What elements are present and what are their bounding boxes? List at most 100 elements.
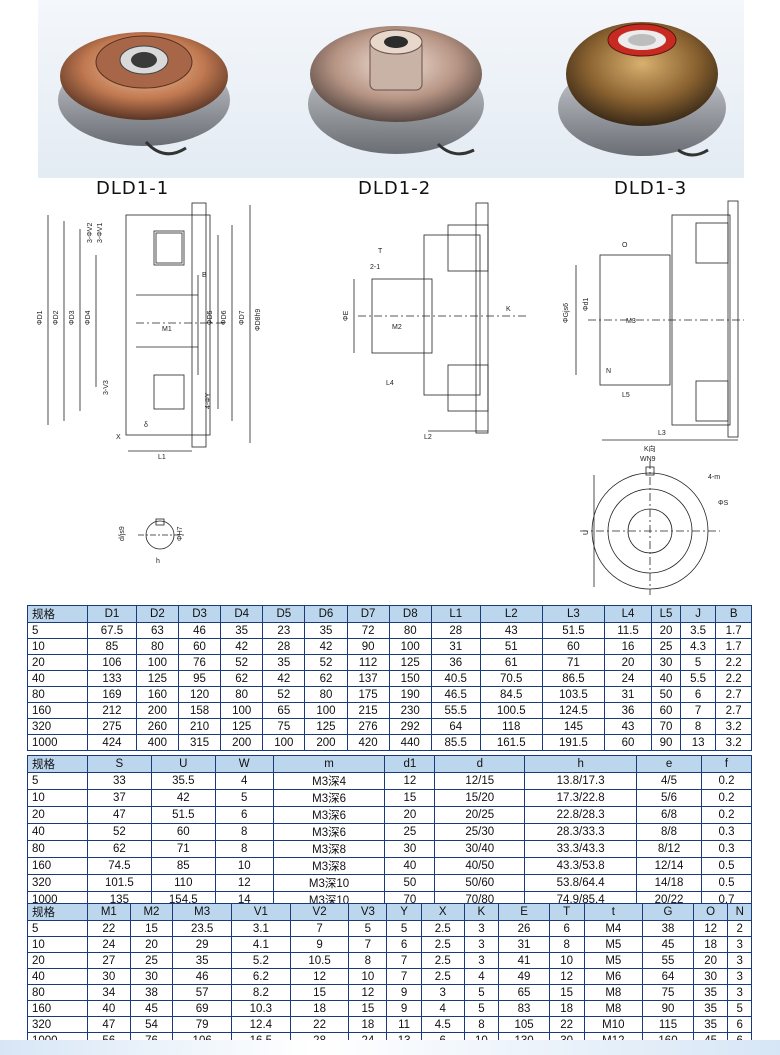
- dim-label-l1: L1: [158, 454, 166, 461]
- table-cell: 6: [727, 1016, 752, 1033]
- table-cell: 38: [129, 984, 174, 1001]
- table-header: L2: [479, 605, 543, 623]
- table-cell: 20: [604, 654, 653, 671]
- spec-size-cell: 160: [27, 1000, 88, 1017]
- table-header: T: [548, 903, 585, 921]
- table-cell: M4: [583, 920, 644, 937]
- table-header: J: [679, 605, 717, 623]
- table-cell: 2.5: [420, 920, 465, 937]
- table-cell: 5.2: [231, 952, 291, 969]
- table-cell: M5: [583, 936, 644, 953]
- table-cell: 0.5: [701, 874, 752, 892]
- table-cell: 7: [289, 920, 350, 937]
- table-cell: 22: [87, 920, 131, 937]
- hub-label-h7: ΦH7: [177, 526, 184, 541]
- table-cell: 75: [262, 718, 306, 735]
- dim-label-v2: 3-ΦV2: [87, 223, 94, 243]
- table-cell: 71: [150, 840, 216, 858]
- table-cell: 6: [548, 920, 585, 937]
- table-header: V1: [231, 903, 291, 921]
- table-cell: 0.3: [701, 823, 752, 841]
- dim-label-n: N: [606, 368, 611, 375]
- table-cell: 30: [129, 968, 174, 985]
- table-cell: 52: [262, 686, 306, 703]
- dim-label-y: 4-ΦY: [205, 392, 212, 409]
- table-cell: 3: [463, 952, 500, 969]
- table-cell: 43.3/53.8: [524, 857, 638, 875]
- table-cell: M5: [583, 952, 644, 969]
- table-cell: 20: [651, 622, 681, 639]
- table-cell: 15: [129, 920, 174, 937]
- bottom-decor-bar: [0, 1040, 780, 1055]
- table-cell: 110: [150, 874, 216, 892]
- table-cell: 8/8: [636, 823, 702, 841]
- table-cell: 8: [679, 718, 717, 735]
- dim-label-m1: M1: [162, 326, 172, 333]
- table-cell: 62: [86, 840, 152, 858]
- table-cell: 25/30: [434, 823, 526, 841]
- table-cell: 47: [86, 806, 152, 824]
- table-cell: 45: [129, 1000, 174, 1017]
- table-cell: 85.5: [430, 734, 481, 751]
- table-cell: 52: [304, 654, 348, 671]
- table-cell: 35: [304, 622, 348, 639]
- table-cell: 20: [384, 806, 436, 824]
- table-header: Y: [386, 903, 422, 921]
- table-cell: 424: [87, 734, 137, 751]
- spec-size-cell: 20: [27, 806, 88, 824]
- table-cell: 64: [642, 968, 694, 985]
- table-cell: 35.5: [150, 772, 216, 790]
- table-cell: 7: [679, 702, 717, 719]
- table-cell: 12: [289, 968, 350, 985]
- dim-label-k: K: [506, 306, 511, 313]
- table-cell: 0.3: [701, 840, 752, 858]
- spec-size-cell: 20: [27, 952, 88, 969]
- table-cell: 105: [498, 1016, 550, 1033]
- table-header: D2: [135, 605, 179, 623]
- table-header: B: [715, 605, 752, 623]
- table-cell: 54: [129, 1016, 174, 1033]
- table-cell: 0.2: [701, 772, 752, 790]
- table-header: X: [420, 903, 465, 921]
- table-cell: 60: [150, 823, 216, 841]
- spec-size-cell: 10: [27, 936, 88, 953]
- table-header: W: [214, 755, 274, 773]
- table-cell: 53.8/64.4: [524, 874, 638, 892]
- table-cell: 125: [220, 718, 264, 735]
- dim-label-o: O: [622, 242, 628, 249]
- dim-label-d1: ΦD1: [37, 310, 44, 325]
- table-cell: 31: [604, 686, 653, 703]
- table-cell: 118: [479, 718, 543, 735]
- table-header: V3: [348, 903, 388, 921]
- table-cell: 11: [386, 1016, 422, 1033]
- table-cell: 60: [651, 702, 681, 719]
- table-cell: 230: [388, 702, 432, 719]
- table-header-row: 规格 M1 M2 M3 V1 V2 V3 Y X K E T t G O N: [27, 903, 752, 921]
- table-cell: 0.5: [701, 857, 752, 875]
- table-cell: M8: [583, 984, 644, 1001]
- table-header: M2: [129, 903, 174, 921]
- table-cell: 36: [430, 654, 481, 671]
- spec-size-cell: 1000: [27, 734, 88, 751]
- table-cell: 15/20: [434, 789, 526, 807]
- table-cell: 52: [86, 823, 152, 841]
- table-cell: 12: [384, 772, 436, 790]
- table-cell: 0.2: [701, 806, 752, 824]
- table-cell: 3: [727, 936, 752, 953]
- spec-size-cell: 10: [27, 638, 88, 655]
- table-cell: 145: [541, 718, 606, 735]
- dim-label-l2: L2: [424, 434, 432, 441]
- table-cell: 5: [463, 984, 500, 1001]
- table-cell: 35: [172, 952, 232, 969]
- table-cell: 35: [692, 1000, 729, 1017]
- table-cell: 13.8/17.3: [524, 772, 638, 790]
- table-cell: 83: [498, 1000, 550, 1017]
- table-cell: M6: [583, 968, 644, 985]
- table-cell: 4: [214, 772, 274, 790]
- table-cell: 80: [220, 686, 264, 703]
